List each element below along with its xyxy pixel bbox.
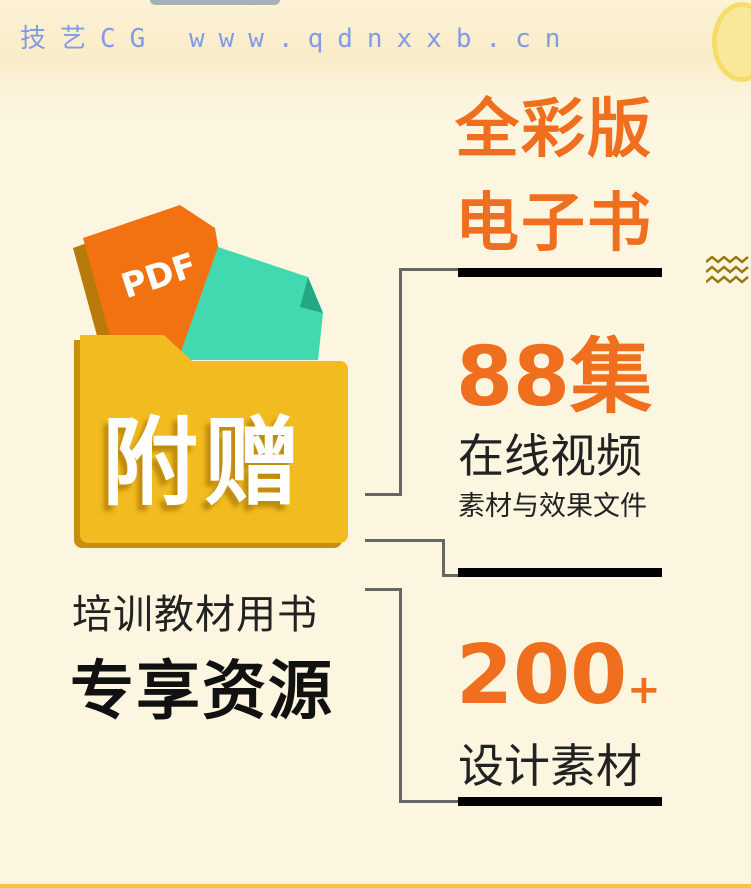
divider-bar [458,797,662,806]
folder-icon [74,335,348,548]
divider-bar [458,268,662,277]
exclusive-line2: 专享资源 [70,655,334,729]
video-subtitle: 素材与效果文件 [458,491,647,522]
materials-title: 设计素材 [458,739,642,793]
document-icon [178,247,323,360]
connector-line [365,588,402,591]
heading-line2: 电子书 [455,186,653,261]
top-wood-band [0,0,751,140]
watermark: 技艺CG www.qdnxxb.cn [20,24,575,54]
wave-decoration-icon [706,256,749,284]
connector-line [365,539,445,542]
folder-graphic: PDF [73,205,348,548]
connector-line [442,539,445,577]
materials-plus: + [627,667,661,713]
divider-bar [458,568,662,577]
folder-label: 附赠 [102,407,306,519]
connector-line [365,493,402,496]
heading-line1: 全彩版 [455,92,653,167]
bottom-border [0,884,751,888]
pdf-file-icon [73,205,222,370]
exclusive-line1: 培训教材用书 [72,592,318,638]
connector-line [442,574,458,577]
video-title: 在线视频 [458,429,642,483]
connector-line [399,268,402,496]
materials-number: 200 [456,628,628,723]
connector-line [399,268,458,271]
connector-line [399,800,458,803]
video-count: 88集 [456,330,653,425]
top-decoration [150,0,280,5]
materials-count: 200+ [456,628,661,723]
connector-line [399,588,402,803]
